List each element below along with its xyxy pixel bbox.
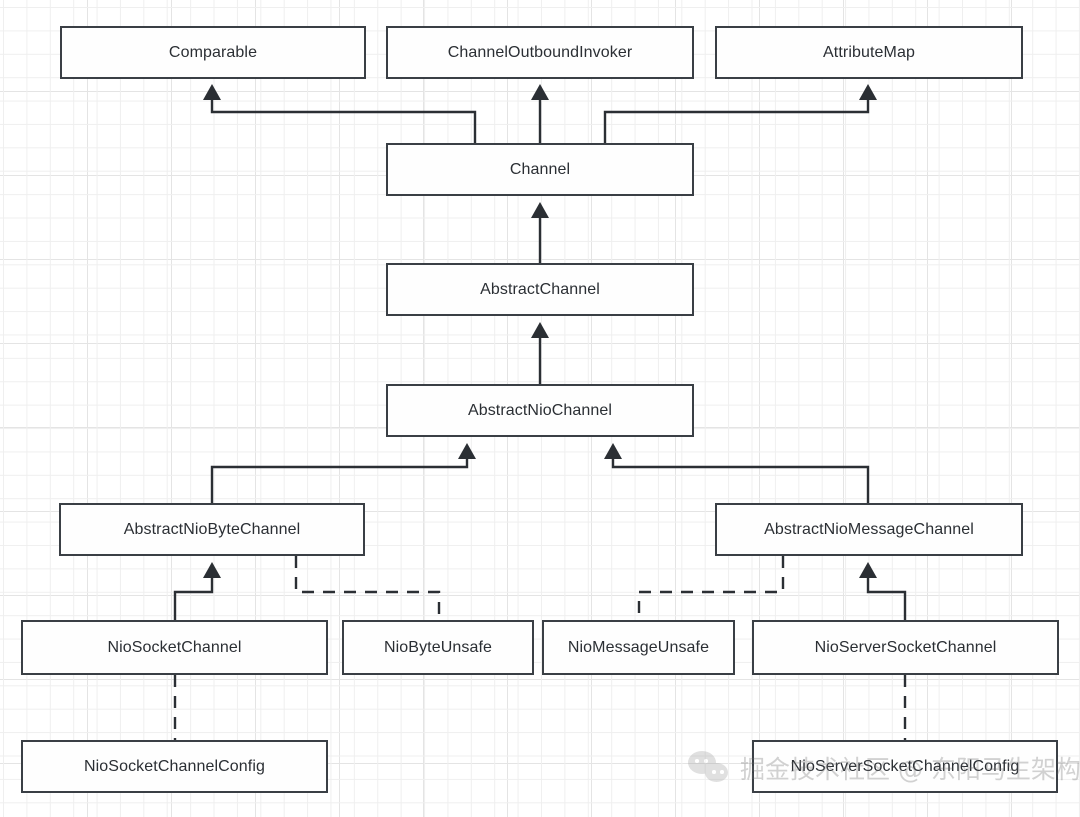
- class-box-label: NioServerSocketChannelConfig: [790, 757, 1020, 775]
- class-box-label: Channel: [509, 160, 571, 178]
- arrowhead: [859, 84, 877, 100]
- class-box-abstract-channel[interactable]: AbstractChannel: [386, 263, 694, 316]
- class-box-nio-server-socket-channel[interactable]: NioServerSocketChannel: [752, 620, 1059, 675]
- class-box-label: NioMessageUnsafe: [567, 638, 710, 656]
- edge-nio-server-socket-channel-to-abstract-nio-message-channel: [859, 562, 907, 620]
- class-box-label: AbstractNioMessageChannel: [764, 520, 974, 538]
- class-box-nio-message-unsafe[interactable]: NioMessageUnsafe: [542, 620, 735, 675]
- edge-abstract-nio-byte-channel-to-abstract-nio-channel: [210, 443, 476, 503]
- class-box-channel[interactable]: Channel: [386, 143, 694, 196]
- arrowhead: [604, 443, 622, 459]
- edge-abstract-nio-message-channel-to-nio-message-unsafe: [637, 556, 785, 620]
- class-box-label: Comparable: [168, 43, 258, 61]
- edge-nio-socket-channel-to-abstract-nio-byte-channel: [173, 562, 221, 620]
- class-box-nio-socket-channel[interactable]: NioSocketChannel: [21, 620, 328, 675]
- edge-abstract-channel-to-channel: [531, 202, 549, 263]
- arrowhead: [203, 84, 221, 100]
- arrowhead: [458, 443, 476, 459]
- class-box-label: NioByteUnsafe: [383, 638, 493, 656]
- wechat-icon: [688, 751, 732, 785]
- arrowhead: [859, 562, 877, 578]
- class-box-label: NioSocketChannelConfig: [84, 757, 265, 775]
- class-box-abstract-nio-byte-channel[interactable]: AbstractNioByteChannel: [59, 503, 365, 556]
- class-box-nio-server-socket-channel-config[interactable]: NioServerSocketChannelConfig: [752, 740, 1058, 793]
- class-box-abstract-nio-message-channel[interactable]: AbstractNioMessageChannel: [715, 503, 1023, 556]
- edge-abstract-nio-channel-to-abstract-channel: [531, 322, 549, 384]
- class-box-label: NioSocketChannel: [107, 638, 242, 656]
- arrowhead: [531, 322, 549, 338]
- class-box-label: AbstractChannel: [480, 280, 600, 298]
- class-box-abstract-nio-channel[interactable]: AbstractNioChannel: [386, 384, 694, 437]
- arrowhead: [531, 202, 549, 218]
- arrowhead: [203, 562, 221, 578]
- class-box-label: AbstractNioByteChannel: [123, 520, 301, 538]
- class-box-label: NioServerSocketChannel: [814, 638, 997, 656]
- class-box-label: ChannelOutboundInvoker: [447, 43, 633, 61]
- class-box-channel-outbound-invoker[interactable]: ChannelOutboundInvoker: [386, 26, 694, 79]
- class-box-comparable[interactable]: Comparable: [60, 26, 366, 79]
- edge-channel-to-channel-outbound-invoker: [531, 84, 549, 143]
- arrowhead: [531, 84, 549, 100]
- edge-abstract-nio-message-channel-to-abstract-nio-channel: [604, 443, 870, 503]
- class-box-label: AttributeMap: [823, 43, 915, 61]
- edge-abstract-nio-byte-channel-to-nio-byte-unsafe: [294, 556, 441, 620]
- class-box-nio-socket-channel-config[interactable]: NioSocketChannelConfig: [21, 740, 328, 793]
- class-box-label: AbstractNioChannel: [467, 401, 613, 419]
- edge-channel-to-comparable: [203, 84, 477, 143]
- class-box-nio-byte-unsafe[interactable]: NioByteUnsafe: [342, 620, 534, 675]
- class-box-attribute-map[interactable]: AttributeMap: [715, 26, 1023, 79]
- edge-channel-to-attribute-map: [603, 84, 877, 143]
